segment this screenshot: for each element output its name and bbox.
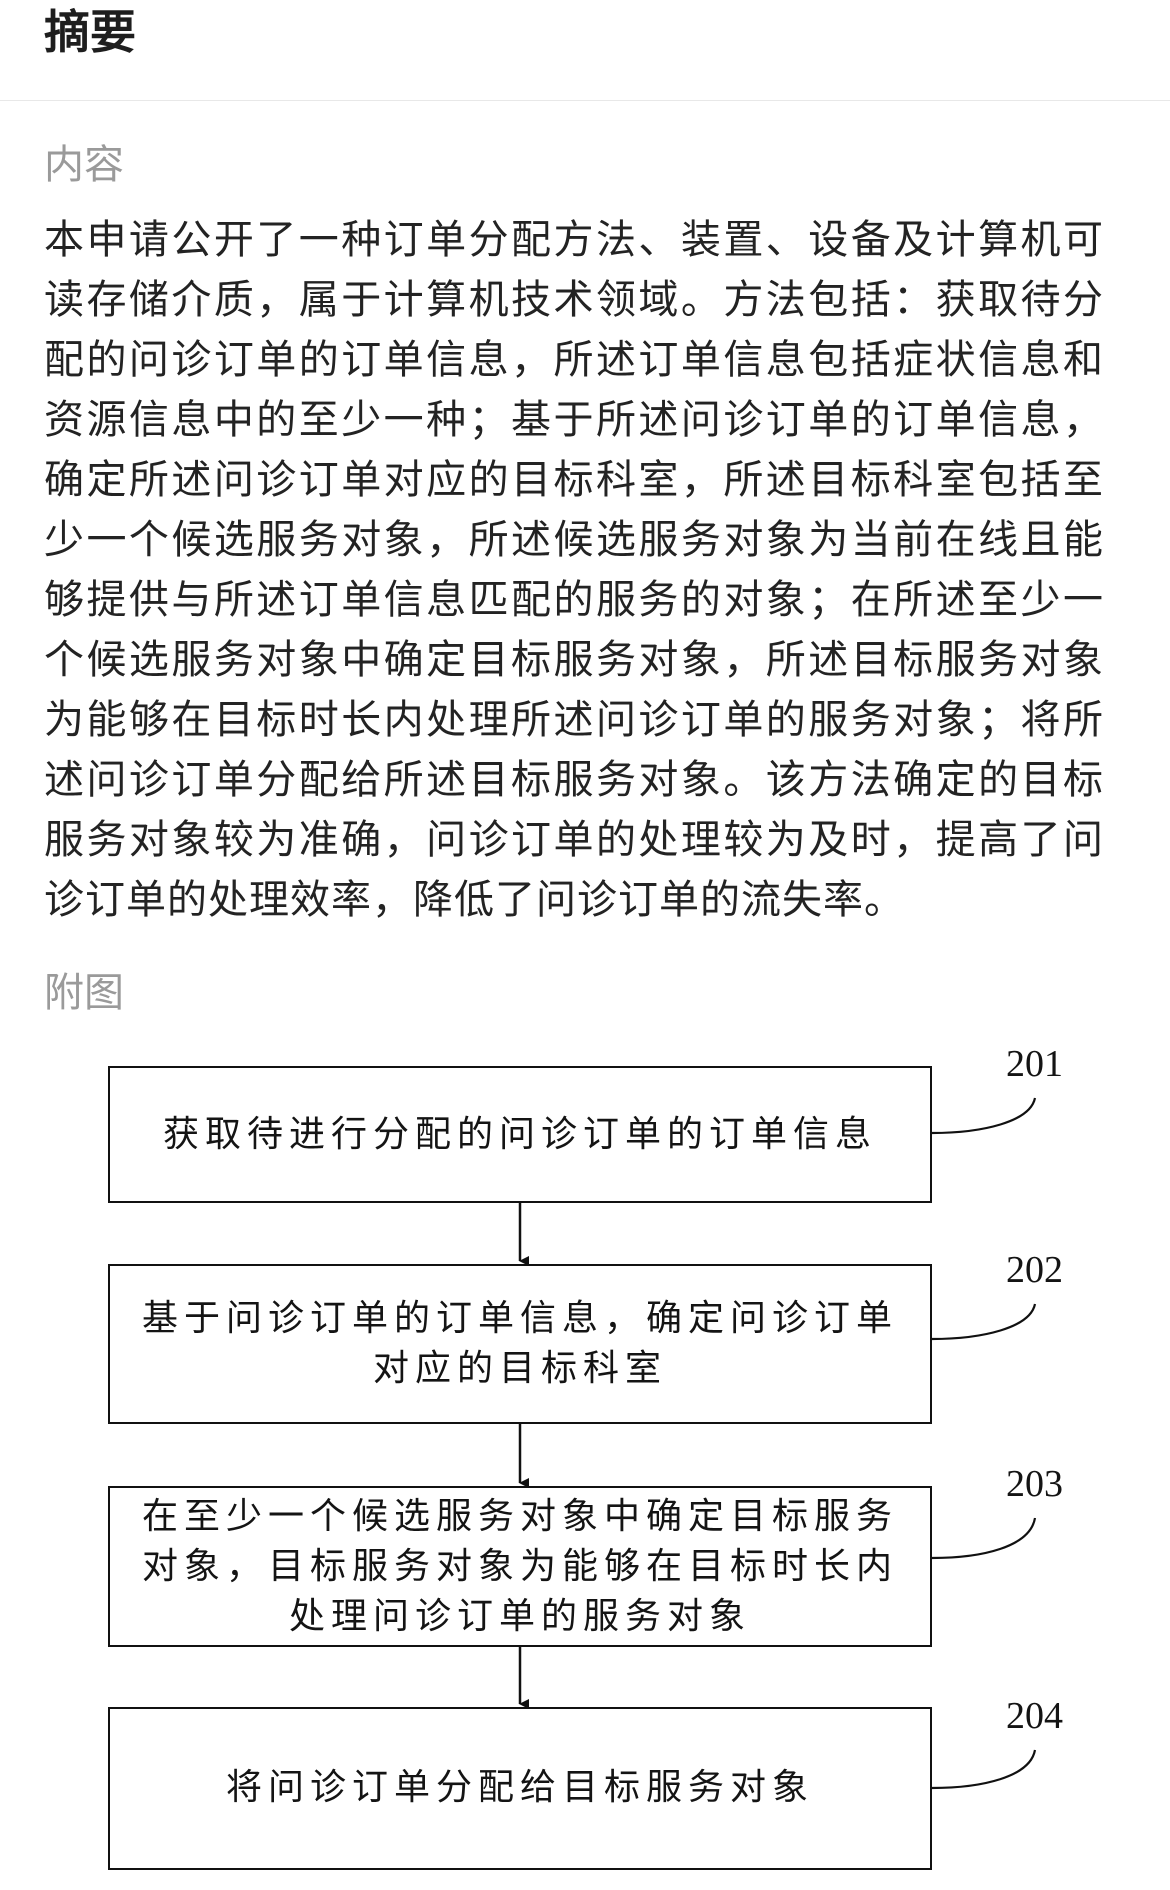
flow-step-text: 将问诊订单分配给目标服务对象 [225, 1767, 814, 1808]
flowchart-figure: 获取待进行分配的问诊订单的订单信息 201 基于问诊订单的订单信息，确定问诊订单… [0, 1040, 1170, 1890]
flow-step-ref: 204 [1006, 1695, 1063, 1737]
abstract-text: 本申请公开了一种订单分配方法、装置、设备及计算机可读存储介质，属于计算机技术领域… [44, 217, 1104, 923]
flow-step-202: 基于问诊订单的订单信息，确定问诊订单对应的目标科室 [108, 1264, 932, 1424]
ref-leader-204 [931, 1749, 1037, 1790]
flow-step-text: 基于问诊订单的订单信息，确定问诊订单对应的目标科室 [141, 1298, 898, 1389]
page-header: 摘要 [0, 0, 1170, 101]
flow-step-ref: 202 [1006, 1249, 1063, 1291]
figure-section-label: 附图 [44, 970, 124, 1016]
flow-step-203: 在至少一个候选服务对象中确定目标服务对象，目标服务对象为能够在目标时长内处理问诊… [108, 1486, 932, 1647]
ref-leader-201 [931, 1097, 1037, 1135]
flow-step-text: 在至少一个候选服务对象中确定目标服务对象，目标服务对象为能够在目标时长内处理问诊… [141, 1496, 898, 1637]
page-title: 摘要 [44, 5, 136, 59]
flow-step-204: 将问诊订单分配给目标服务对象 [108, 1707, 932, 1870]
flow-step-text: 获取待进行分配的问诊订单的订单信息 [162, 1114, 877, 1155]
flow-step-ref: 201 [1006, 1043, 1063, 1085]
flow-step-ref: 203 [1006, 1463, 1063, 1505]
abstract-section-label: 内容 [44, 142, 124, 188]
ref-leader-202 [931, 1303, 1037, 1341]
flowchart-connectors [518, 1097, 1037, 1790]
flow-step-201: 获取待进行分配的问诊订单的订单信息 [108, 1066, 932, 1203]
ref-leader-203 [931, 1517, 1037, 1560]
